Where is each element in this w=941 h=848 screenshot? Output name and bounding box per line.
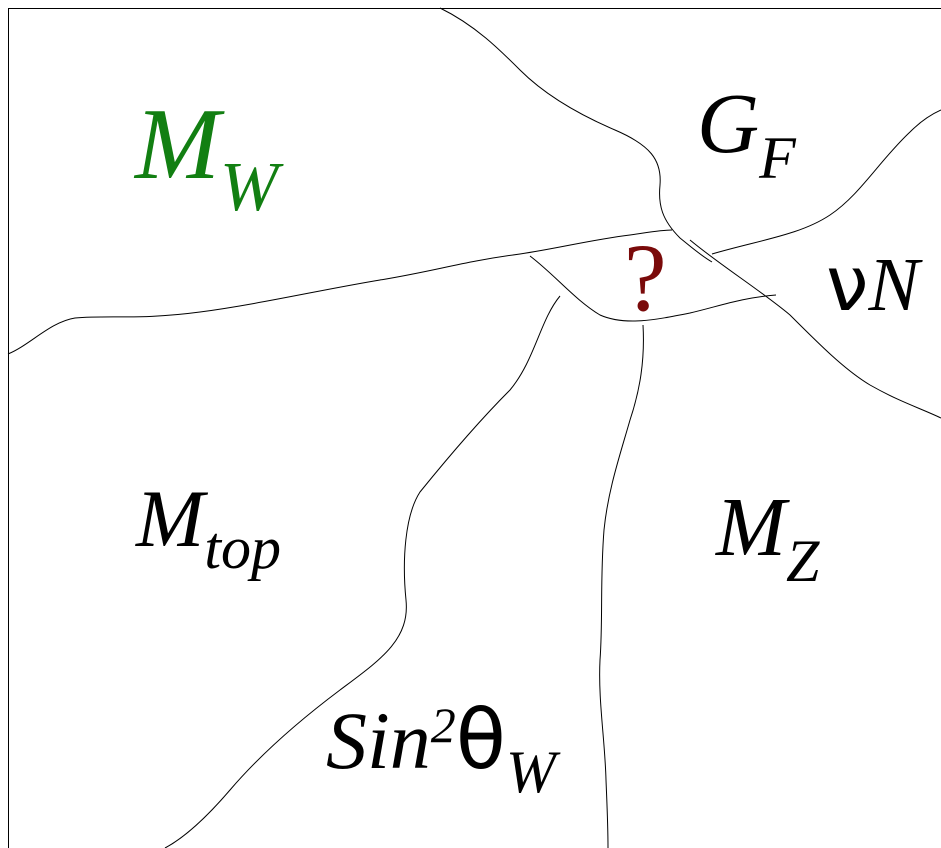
gf-main: G xyxy=(697,75,760,171)
region-label-mw: MW xyxy=(135,94,278,223)
mz-sub: Z xyxy=(785,528,820,594)
boundary-nun-mz xyxy=(689,239,941,419)
region-label-nun: νN xyxy=(826,246,919,324)
boundary-mw-gf xyxy=(439,7,713,263)
sin-theta: θ xyxy=(455,693,506,788)
mz-main: M xyxy=(716,481,786,574)
nun-main: N xyxy=(868,243,920,327)
region-label-sin2theta: Sin2θW xyxy=(326,697,556,803)
boundary-sin-mz xyxy=(599,324,644,848)
boundary-gf-nun xyxy=(711,109,941,255)
question-main: ? xyxy=(624,224,667,331)
mw-sub: W xyxy=(219,149,279,226)
boundary-mtop-sin xyxy=(164,295,561,848)
diagram-border xyxy=(8,8,941,848)
boundary-question-loop xyxy=(529,255,777,322)
mtop-main: M xyxy=(136,473,205,564)
gf-sub: F xyxy=(759,125,796,191)
sin-sub: W xyxy=(505,739,556,805)
region-label-mz: MZ xyxy=(716,486,819,592)
sin-main: Sin xyxy=(326,695,431,786)
sin-sup: 2 xyxy=(430,697,456,753)
boundary-mw-mtop xyxy=(7,229,673,355)
nun-nu: ν xyxy=(826,239,869,328)
mtop-sub: top xyxy=(204,515,281,581)
mw-main: M xyxy=(135,88,220,201)
region-label-gf: GF xyxy=(697,80,796,188)
region-label-question: ? xyxy=(624,230,667,326)
region-label-mtop: Mtop xyxy=(136,478,281,579)
